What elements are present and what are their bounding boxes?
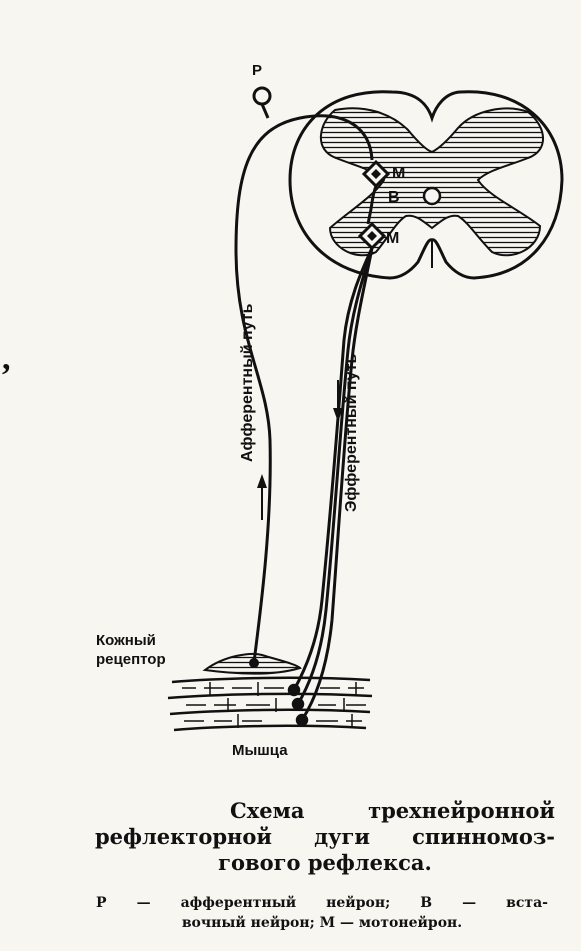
skin-receptor-label-line1: Кожный [96,632,156,649]
caption-legend-line2: вочный нейрон; М — мотонейрон. [96,913,548,933]
skin-receptor [205,654,300,674]
caption-legend: Р — афферентный нейрон; В — вста- вочный… [96,893,548,933]
interneuron-label: В [388,189,400,207]
caption-title-line3: гового рефлекса. [95,850,555,876]
muscle-label: Мышца [232,742,288,759]
efferent-path-label: Эфферентный путь [343,354,360,512]
muscle-tissue [168,678,372,730]
motor-neuron-top-label: М [392,165,405,183]
caption-title-line1: Схема трехнейронной [95,798,555,824]
motor-neuron-bottom-label: М [386,230,399,248]
receptor-neuron-label: Р [252,62,262,79]
afferent-arrow [257,474,267,520]
spinal-cord-section [290,92,562,278]
skin-receptor-label-line2: рецептор [96,651,166,668]
afferent-path-label: Афферентный путь [239,303,256,462]
stray-mark: , [2,340,11,378]
caption-title-line2: рефлекторной дуги спинномоз- [95,824,555,850]
efferent-path [294,248,372,720]
central-canal [424,188,440,204]
caption-title: Схема трехнейронной рефлекторной дуги сп… [95,798,555,876]
receptor-neuron [254,88,270,118]
caption-legend-line1: Р — афферентный нейрон; В — вста- [96,893,548,913]
